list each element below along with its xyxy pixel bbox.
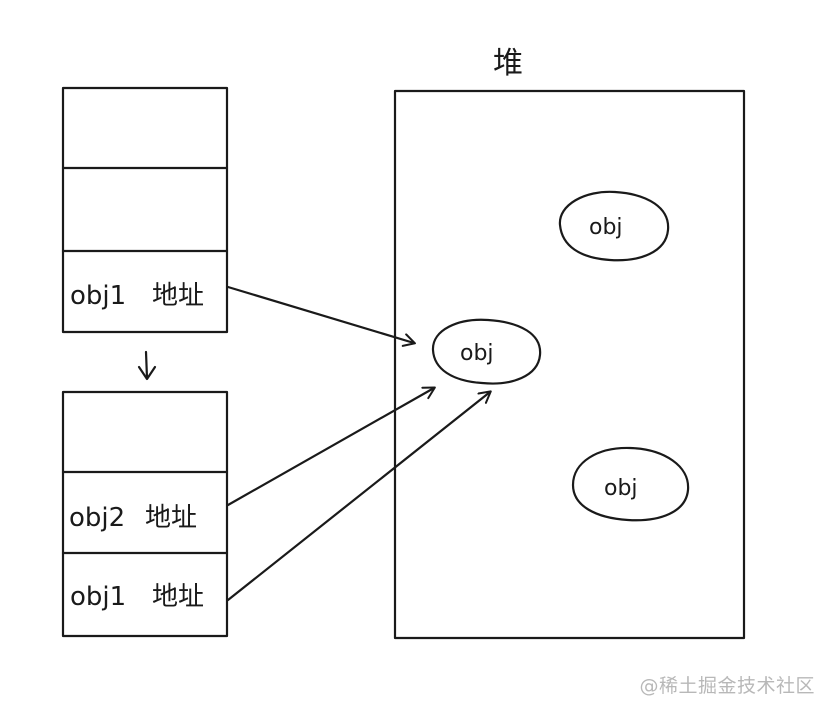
heap-object-label: obj	[460, 341, 494, 366]
heap-object: obj	[571, 446, 690, 522]
heap-object-referenced: obj	[431, 318, 542, 385]
stack-after-row-3-var: obj1	[70, 582, 126, 612]
transition-arrow-icon	[137, 350, 157, 381]
stack-before: obj1 地址	[61, 86, 229, 334]
reference-arrow-obj1-after	[226, 390, 492, 602]
heap-object-label: obj	[589, 215, 623, 240]
stack-after-row-2-address: 地址	[145, 503, 197, 533]
stack-before-row-3-var: obj1	[70, 281, 126, 311]
stack-before-row-3-address: 地址	[152, 281, 204, 311]
stack-before-frame	[61, 86, 229, 334]
watermark: @稀土掘金技术社区	[639, 675, 815, 697]
reference-arrow-obj2	[226, 386, 436, 507]
heap-object: obj	[558, 190, 670, 262]
heap-frame	[393, 89, 746, 640]
reference-arrow-obj1-before	[226, 285, 416, 347]
stack-after: obj2 地址 obj1 地址	[61, 390, 229, 638]
heap-title: 堆	[493, 46, 523, 81]
stack-after-frame	[61, 390, 229, 638]
stack-after-row-3-address: 地址	[152, 582, 204, 612]
heap: 堆 obj obj obj	[393, 46, 746, 640]
stack-after-row-2-var: obj2	[69, 503, 125, 533]
heap-object-label: obj	[604, 476, 638, 501]
